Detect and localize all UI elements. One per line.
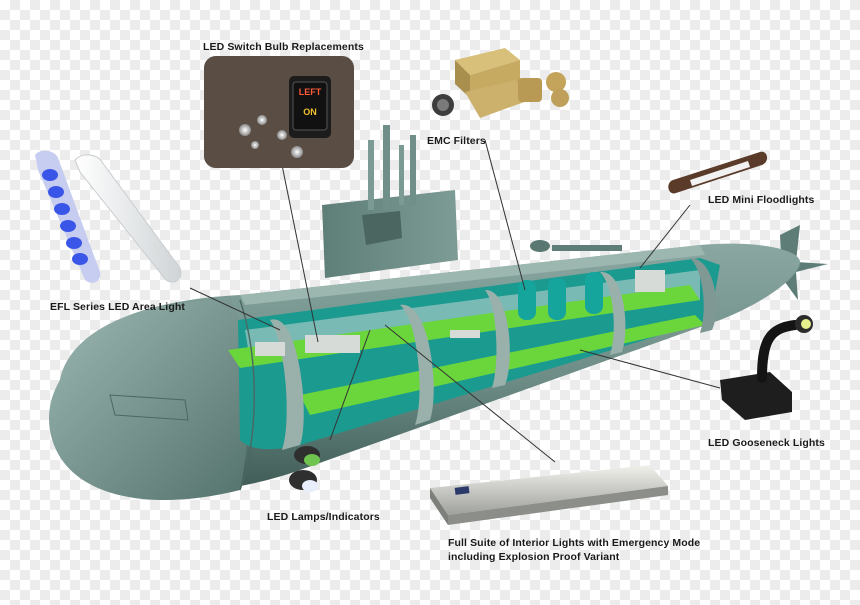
mast-4	[410, 135, 416, 205]
label-switch-bulb: LED Switch Bulb Replacements	[203, 41, 364, 53]
label-interior-lights: Full Suite of Interior Lights with Emerg…	[448, 536, 708, 564]
deck-ridge	[240, 245, 705, 305]
lamps-indicators	[289, 446, 320, 492]
deck-fitting	[530, 240, 550, 252]
stern-fins	[780, 225, 828, 300]
interior-light-bar	[430, 465, 668, 525]
mast-3	[399, 145, 404, 205]
bulkhead-1	[270, 319, 304, 450]
label-mini-floodlights: LED Mini Floodlights	[708, 194, 815, 206]
label-interior-line1: Full Suite of Interior Lights with Emerg…	[448, 537, 701, 549]
switch-on-text: ON	[303, 107, 317, 117]
mini-floodlight	[668, 151, 768, 194]
small-bulbs	[239, 115, 303, 158]
mast-2	[383, 125, 390, 210]
bow	[48, 300, 249, 500]
bulkhead-3	[485, 289, 510, 388]
label-efl-series: EFL Series LED Area Light	[50, 301, 185, 313]
hull-ring	[239, 299, 255, 491]
deck-rail	[552, 245, 622, 251]
bulkhead-4	[600, 271, 626, 355]
gooseneck-light	[720, 315, 813, 420]
interior-consoles	[255, 270, 665, 356]
switch-left-text: LEFT	[298, 87, 322, 97]
leader-lines	[189, 139, 721, 463]
efl-area-light	[35, 150, 182, 283]
emc-filters	[432, 48, 569, 118]
sail-window	[362, 211, 402, 245]
submarine	[48, 125, 828, 500]
efl-blue-leds	[42, 169, 88, 265]
label-gooseneck: LED Gooseneck Lights	[708, 437, 825, 449]
bulkhead-5	[690, 258, 717, 333]
label-lamps-indicators: LED Lamps/Indicators	[267, 511, 380, 523]
switch-bulb-photo	[204, 56, 354, 168]
bow-hatch	[109, 394, 189, 421]
label-emc-filters: EMC Filters	[427, 135, 486, 147]
label-interior-line2: including Explosion Proof Variant	[448, 551, 620, 563]
mast-1	[368, 140, 374, 210]
interior-tanks	[518, 272, 603, 320]
bulkhead-2	[400, 304, 434, 425]
